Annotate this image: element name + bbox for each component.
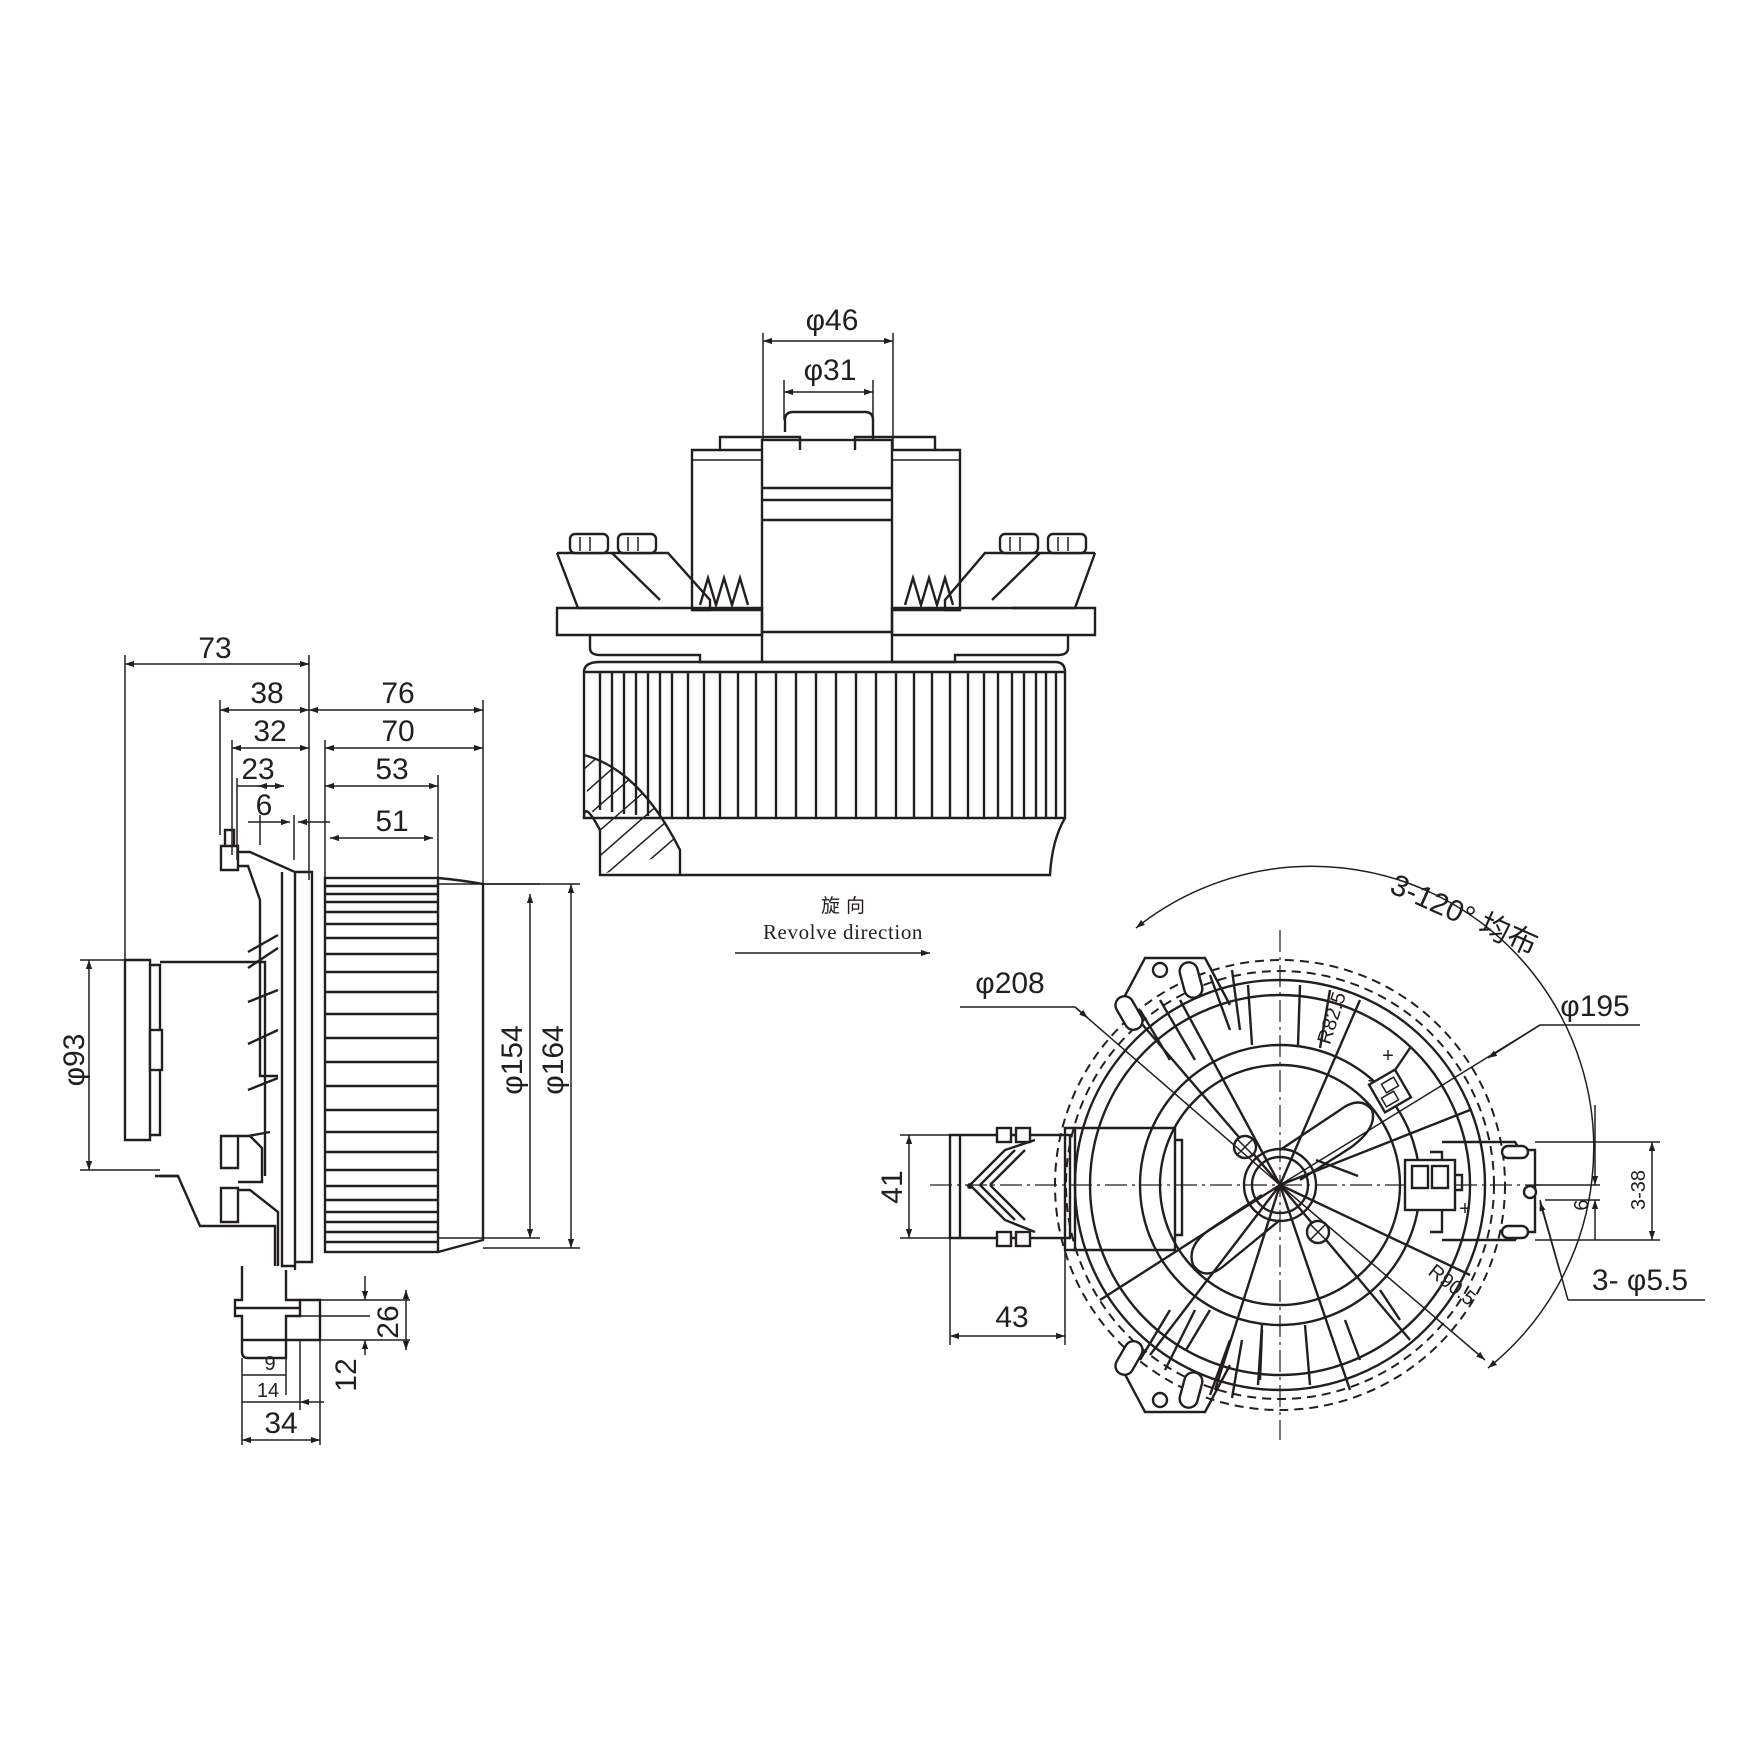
side-impeller-blades: [325, 884, 438, 1244]
dim-73: 73: [125, 632, 309, 668]
dim-holes: 3- φ5.5: [1539, 1199, 1705, 1301]
side-bracket: [219, 828, 314, 1270]
front-view: + + -: [876, 865, 1705, 1440]
label-phi31: φ31: [804, 354, 857, 387]
outer-dashed-circle: [1054, 959, 1506, 1411]
dim-3-38: 3-38: [1535, 1141, 1660, 1241]
top-view: φ46 φ31: [555, 304, 1097, 957]
caption-en: Revolve direction: [763, 920, 923, 944]
side-motor-body: [123, 958, 277, 1266]
motor-housing: [690, 435, 962, 612]
svg-text:3-120° 均布: 3-120° 均布: [1385, 868, 1542, 962]
right-flange: [890, 532, 1097, 664]
dim-38: 38: [220, 677, 309, 714]
dim-angle-120: 3-120° 均布: [1135, 865, 1595, 1369]
dim-phi46: φ46: [762, 304, 894, 450]
svg-text:14: 14: [257, 1380, 279, 1402]
dim-43: 43: [949, 1238, 1066, 1345]
svg-text:6: 6: [1571, 1199, 1593, 1210]
svg-text:41: 41: [876, 1170, 909, 1203]
dim-6-right: 6: [1535, 1105, 1600, 1240]
svg-text:6: 6: [256, 789, 273, 822]
plus-sign-right: +: [1459, 1198, 1471, 1220]
svg-text:23: 23: [241, 753, 274, 786]
svg-text:φ195: φ195: [1560, 990, 1630, 1023]
svg-text:3-38: 3-38: [1628, 1170, 1650, 1210]
dim-phi154: φ154: [438, 883, 540, 1239]
intake-duct-left: [948, 1126, 1072, 1248]
svg-text:70: 70: [381, 715, 414, 748]
dim-70: 70: [325, 715, 483, 752]
dim-9-14-34: 9 14 34: [241, 1340, 324, 1445]
side-connector: [233, 1266, 322, 1360]
svg-text:φ164: φ164: [537, 1025, 570, 1095]
svg-text:73: 73: [198, 632, 231, 665]
dim-phi93: φ93: [58, 959, 160, 1171]
revolve-direction: 旋 向 Revolve direction: [735, 895, 930, 957]
svg-text:12: 12: [330, 1358, 363, 1391]
svg-text:9: 9: [264, 1353, 275, 1375]
dim-76: 76: [309, 677, 483, 714]
impeller: [582, 660, 1067, 877]
svg-text:38: 38: [250, 677, 283, 710]
svg-text:34: 34: [264, 1407, 297, 1440]
dim-phi164: φ164: [483, 883, 580, 1249]
left-flange: [555, 532, 764, 664]
svg-text:32: 32: [253, 715, 286, 748]
svg-text:φ208: φ208: [975, 967, 1045, 1000]
plus-sign-small: +: [1382, 1045, 1394, 1067]
motor-shaft: [760, 410, 894, 664]
svg-text:76: 76: [381, 677, 414, 710]
svg-text:φ93: φ93: [58, 1034, 91, 1087]
caption-cn: 旋 向: [821, 895, 865, 917]
svg-text:43: 43: [995, 1301, 1028, 1334]
svg-text:53: 53: [375, 753, 408, 786]
outlet-body: [1063, 1126, 1184, 1252]
svg-text:3- φ5.5: 3- φ5.5: [1592, 1264, 1688, 1297]
label-phi46: φ46: [806, 304, 859, 337]
dim-12: 12: [300, 1276, 370, 1392]
dim-phi31: φ31: [783, 354, 874, 420]
svg-text:26: 26: [372, 1305, 405, 1338]
side-impeller: [323, 876, 485, 1254]
dim-23: 23: [237, 753, 284, 790]
dim-6: 6: [248, 789, 330, 826]
dim-41: 41: [876, 1134, 950, 1239]
minus-sign-small: -: [1368, 1069, 1375, 1091]
side-view: 73 38 32 23 6 76 70 53: [58, 632, 580, 1445]
section-hatch: [584, 755, 680, 875]
dim-32: 32: [232, 715, 309, 752]
svg-text:51: 51: [375, 805, 408, 838]
dim-53: 53: [325, 753, 438, 790]
svg-text:φ154: φ154: [496, 1025, 529, 1095]
dim-51: 51: [330, 805, 433, 842]
impeller-blades: [598, 672, 1058, 818]
